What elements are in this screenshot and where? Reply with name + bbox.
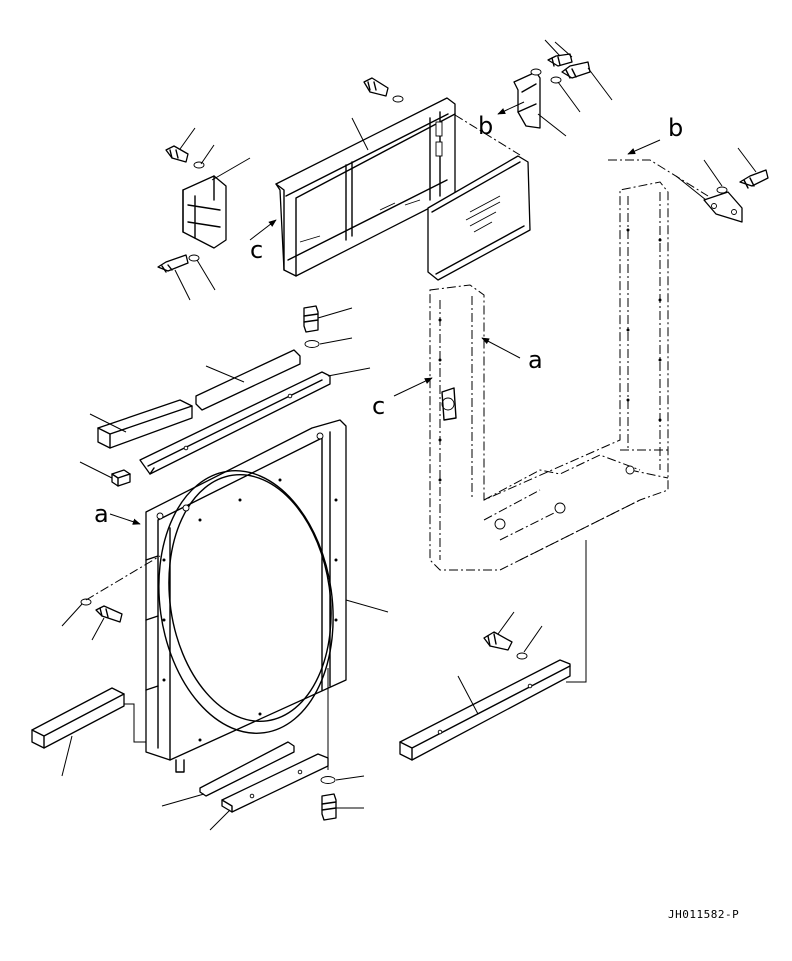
arrow-c-upper xyxy=(249,219,277,241)
bolt-left-mid xyxy=(61,598,123,641)
seal-lower-long xyxy=(161,741,295,807)
bolt-seal-top xyxy=(303,305,353,348)
drawing-id-text: JH011582-P xyxy=(668,908,739,921)
seal-block-lower xyxy=(31,687,125,777)
ref-mark-b-left: b xyxy=(478,112,493,140)
leader-bracket-tl xyxy=(211,157,251,181)
top-left-bracket xyxy=(182,175,227,249)
leader-frame-bottom xyxy=(566,540,587,683)
dash-line-b-right xyxy=(608,159,709,197)
bracket-bottom-right xyxy=(399,659,571,761)
bracket-b xyxy=(513,71,541,129)
bracket-lower xyxy=(209,753,329,831)
side-plate-right xyxy=(675,175,743,223)
top-frame xyxy=(275,97,456,277)
seal-block-small xyxy=(79,461,131,487)
arrow-c-right xyxy=(393,377,433,397)
ref-mark-a-right: a xyxy=(528,346,543,374)
dash-line-left xyxy=(85,555,161,601)
baffle-upper xyxy=(139,367,371,475)
arrow-a-right xyxy=(481,337,521,359)
ref-mark-c-right: c xyxy=(372,392,385,420)
seal-upper-long xyxy=(195,349,301,411)
bolts-right xyxy=(703,147,769,194)
arrow-b-left xyxy=(497,101,525,115)
radiator-support-frame xyxy=(429,181,669,571)
bolts-bottom-right xyxy=(483,611,543,660)
grille-panel xyxy=(427,155,531,281)
bolt-bottom xyxy=(320,775,365,821)
ref-mark-a-left: a xyxy=(94,500,109,528)
bolt-top-center xyxy=(363,77,404,103)
bolts-top-right xyxy=(530,39,613,137)
leader-lower-block xyxy=(124,703,146,743)
arrow-a-left xyxy=(109,513,141,525)
fan-shroud xyxy=(145,419,389,773)
leader-top-frame xyxy=(351,117,369,151)
dash-line-top xyxy=(454,114,521,156)
seal-block-left xyxy=(89,399,193,449)
arrow-b-right xyxy=(627,139,661,155)
ref-mark-b-right: b xyxy=(668,114,683,142)
bolt-top-left-upper xyxy=(165,127,215,169)
ref-mark-c-upper: c xyxy=(250,236,263,264)
bolt-top-left-lower xyxy=(157,254,216,301)
